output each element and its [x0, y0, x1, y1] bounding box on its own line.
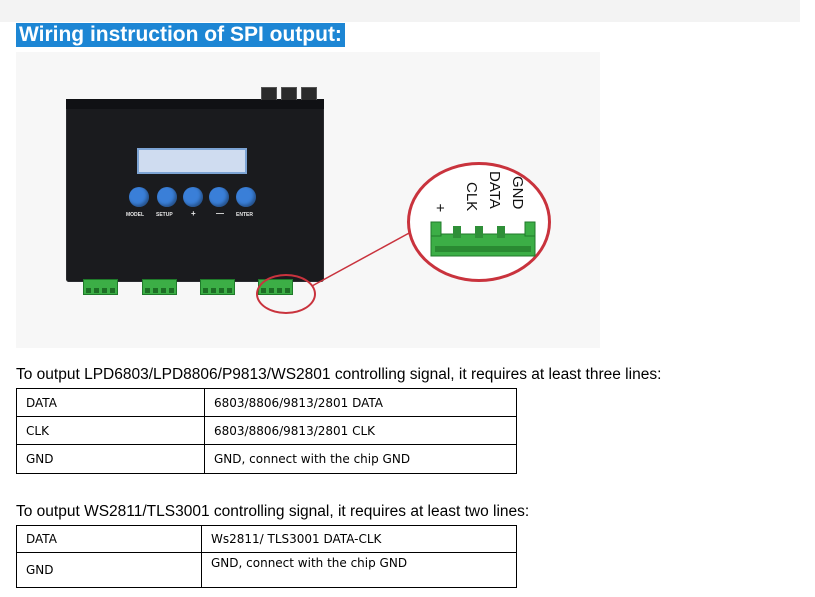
port-connector — [301, 87, 317, 100]
pin-desc-cell: 6803/8806/9813/2801 CLK — [204, 416, 517, 445]
terminal-block — [142, 279, 177, 295]
pin-desc-cell: GND, connect with the chip GND — [201, 552, 517, 588]
zoomed-connector — [430, 221, 536, 257]
pin-name-cell: DATA — [16, 525, 202, 553]
top-ports — [261, 87, 321, 105]
pin-desc-cell: 6803/8806/9813/2801 DATA — [204, 388, 517, 417]
gnd-pin-label: GND — [509, 176, 526, 210]
plus-button-label: + — [191, 209, 196, 218]
setup-button — [157, 187, 177, 207]
pin-name-cell: GND — [16, 444, 205, 474]
leader-line — [311, 231, 412, 287]
enter-button-label: ENTER — [236, 212, 253, 218]
top-band — [0, 0, 800, 22]
spi-table-1: DATA 6803/8806/9813/2801 DATA CLK 6803/8… — [16, 388, 517, 474]
clk-pin-label: CLK — [463, 182, 480, 212]
table-row: GND GND, connect with the chip GND — [16, 444, 517, 474]
pin-name-cell: GND — [16, 552, 202, 588]
setup-button-label: SETUP — [156, 212, 173, 218]
minus-button-label: — — [216, 209, 224, 218]
terminal-block — [200, 279, 235, 295]
device-top-edge — [66, 99, 324, 109]
port-connector — [261, 87, 277, 100]
port-connector — [281, 87, 297, 100]
lcd-display — [137, 148, 247, 174]
section1-sentence: To output LPD6803/LPD8806/P9813/WS2801 c… — [16, 366, 662, 383]
minus-button — [209, 187, 229, 207]
device-illustration: MODEL SETUP + — ENTER GND DATA CLK + — [16, 52, 600, 348]
spi-terminal-highlight — [256, 274, 316, 314]
plus-pin-label: + — [436, 200, 445, 217]
spi-table-2: DATA Ws2811/ TLS3001 DATA-CLK GND GND, c… — [16, 525, 517, 588]
table-row: CLK 6803/8806/9813/2801 CLK — [16, 416, 517, 445]
table-row: DATA 6803/8806/9813/2801 DATA — [16, 388, 517, 417]
table-row: DATA Ws2811/ TLS3001 DATA-CLK — [16, 525, 517, 553]
pin-desc-cell: GND, connect with the chip GND — [204, 444, 517, 474]
plus-button — [183, 187, 203, 207]
table-row: GND GND, connect with the chip GND — [16, 552, 517, 588]
pin-name-cell: DATA — [16, 388, 205, 417]
page-title: Wiring instruction of SPI output: — [16, 23, 345, 47]
pin-name-cell: CLK — [16, 416, 205, 445]
model-button-label: MODEL — [126, 212, 145, 218]
enter-button — [236, 187, 256, 207]
terminal-block — [83, 279, 118, 295]
data-pin-label: DATA — [486, 171, 503, 209]
model-button — [129, 187, 149, 207]
pin-desc-cell: Ws2811/ TLS3001 DATA-CLK — [201, 525, 517, 553]
section2-sentence: To output WS2811/TLS3001 controlling sig… — [16, 503, 530, 520]
